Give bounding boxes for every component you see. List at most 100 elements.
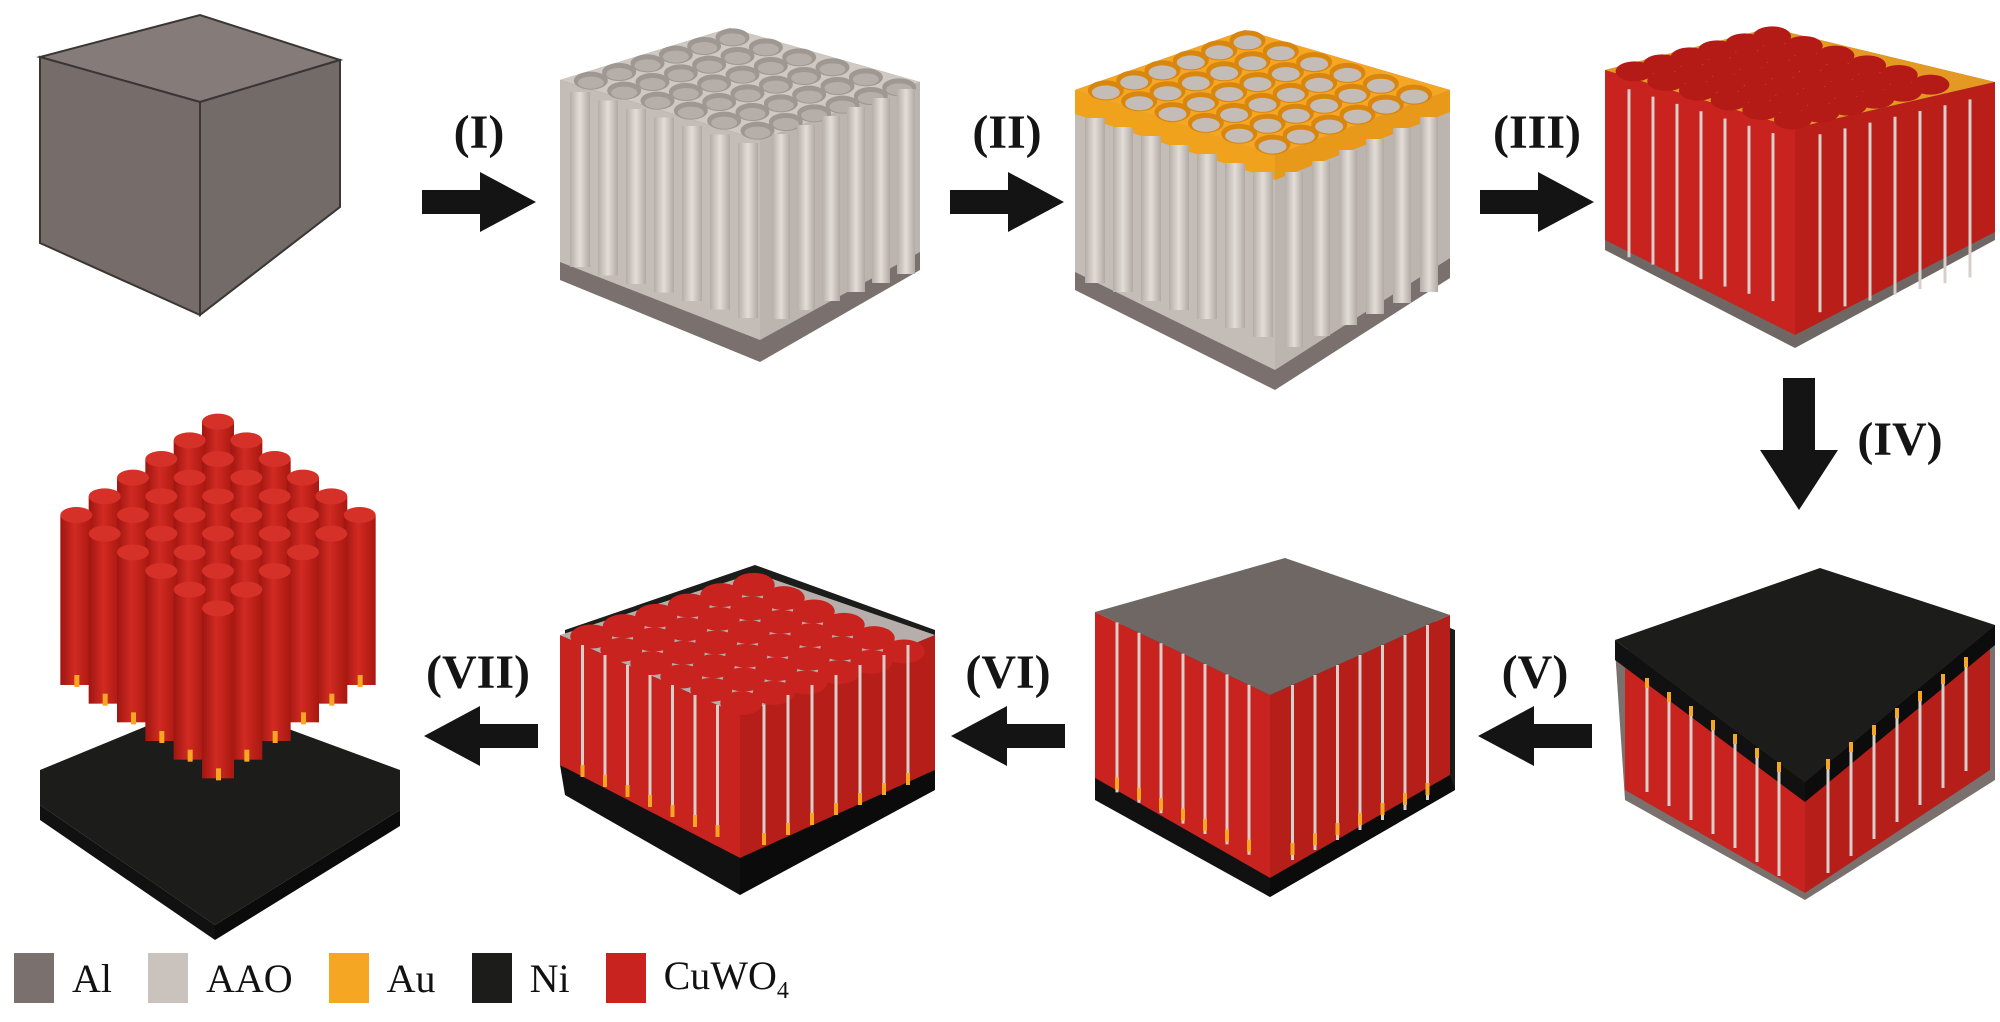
- tube-top: [1784, 36, 1823, 56]
- nanotube: [258, 571, 291, 741]
- au-segment: [1777, 762, 1781, 772]
- nanotube-top: [173, 507, 206, 523]
- pore-inner: [819, 63, 846, 76]
- au-pore-inner: [1271, 67, 1300, 82]
- nanotube-top: [287, 544, 319, 561]
- nanotube-top: [173, 581, 206, 598]
- legend-label-aao: AAO: [206, 955, 293, 1001]
- tube-top: [692, 654, 735, 679]
- au-pore-inner: [1205, 45, 1234, 60]
- nanotube-top: [60, 507, 93, 523]
- au-segment: [1290, 843, 1295, 855]
- pore-column: [772, 134, 790, 319]
- nanotube-top: [202, 451, 234, 467]
- arrow-VI: [951, 706, 1065, 766]
- legend-label-au: Au: [386, 955, 436, 1001]
- pore-inner: [611, 86, 638, 99]
- pore-column: [1366, 139, 1384, 314]
- cuwo4-in-aao-block: [1605, 26, 1995, 348]
- step-label-IV: (IV): [1857, 413, 1942, 466]
- pore-inner: [757, 62, 784, 74]
- au-pore-inner: [1181, 76, 1210, 91]
- nanotube: [60, 515, 93, 685]
- au-segment: [1826, 759, 1830, 769]
- pore-inner: [786, 53, 813, 66]
- au-segment: [1380, 803, 1385, 815]
- legend-label-cuwo4-subscript: 4: [776, 977, 789, 1004]
- tube-top: [667, 593, 710, 618]
- au-pore-inner: [1191, 117, 1220, 132]
- au-pore-inner: [1253, 118, 1282, 133]
- tube-top: [700, 583, 743, 608]
- pore-column: [1197, 154, 1217, 319]
- nanotube: [202, 608, 234, 779]
- pore-inner: [801, 109, 828, 122]
- au-coated-block: [1075, 30, 1450, 390]
- au-pore-inner: [1176, 55, 1205, 70]
- tube-top: [757, 633, 800, 658]
- tube-top: [725, 643, 768, 668]
- au-pore-inner: [1276, 87, 1305, 102]
- legend-item-au: Au: [328, 953, 436, 1003]
- pore-inner: [796, 90, 823, 103]
- au-segment: [1425, 783, 1430, 795]
- tube-top: [760, 609, 803, 634]
- nanotube-top: [230, 581, 263, 598]
- tube-top: [570, 624, 613, 649]
- pore-inner: [744, 126, 771, 139]
- nanotube-top: [173, 544, 206, 561]
- legend-swatch-al: [14, 953, 54, 1003]
- pore-column: [570, 92, 590, 267]
- au-segment: [762, 833, 766, 845]
- tube-top: [720, 691, 763, 716]
- au-segment: [1203, 819, 1207, 831]
- legend-label-al: Al: [72, 955, 112, 1001]
- legend-swatch-ni: [471, 953, 512, 1003]
- legend-item-cuwo4: CuWO4: [605, 952, 789, 1005]
- tube-top: [665, 617, 708, 642]
- nanotube-top: [287, 469, 319, 486]
- au-segment: [1181, 808, 1185, 821]
- tube-top: [852, 626, 895, 651]
- au-segment: [648, 795, 652, 807]
- pore-column: [738, 143, 758, 318]
- pore-column: [1141, 136, 1161, 301]
- au-segment: [1313, 833, 1317, 845]
- tube-top: [697, 606, 740, 631]
- tube-top: [600, 637, 643, 662]
- au-segment: [244, 749, 250, 762]
- au-segment: [102, 693, 108, 706]
- au-segment: [1689, 706, 1693, 716]
- au-segment: [786, 823, 790, 835]
- au-pore-inner: [1400, 89, 1429, 104]
- pore-column: [1339, 150, 1357, 325]
- au-segment: [301, 712, 306, 725]
- au-segment: [858, 793, 862, 805]
- au-segment: [693, 815, 697, 827]
- nanotube-top: [258, 488, 291, 505]
- pore-inner: [772, 118, 799, 130]
- au-pore-inner: [1258, 139, 1287, 154]
- nanotube-top: [315, 525, 348, 542]
- tube-top: [660, 664, 703, 689]
- pore-column: [598, 100, 618, 276]
- pore-column: [1285, 172, 1303, 347]
- nanotube-top: [343, 507, 376, 523]
- pore-column: [897, 89, 915, 274]
- step-label-VII: (VII): [426, 646, 530, 699]
- pore-column: [1225, 163, 1245, 328]
- al-removed-block: [1095, 558, 1455, 897]
- pore-inner: [662, 50, 689, 63]
- au-pore-inner: [1225, 128, 1254, 143]
- pore-inner: [762, 80, 789, 93]
- nanotube: [117, 552, 149, 723]
- nanotube-top: [230, 544, 263, 561]
- nanotube-top: [202, 488, 234, 505]
- au-pore-inner: [1286, 129, 1315, 144]
- nanotube-top: [88, 488, 121, 505]
- pore-inner: [696, 60, 723, 73]
- tube-top: [630, 651, 673, 676]
- au-segment: [1645, 678, 1649, 688]
- au-pore-inner: [1186, 97, 1215, 112]
- au-segment: [74, 675, 80, 687]
